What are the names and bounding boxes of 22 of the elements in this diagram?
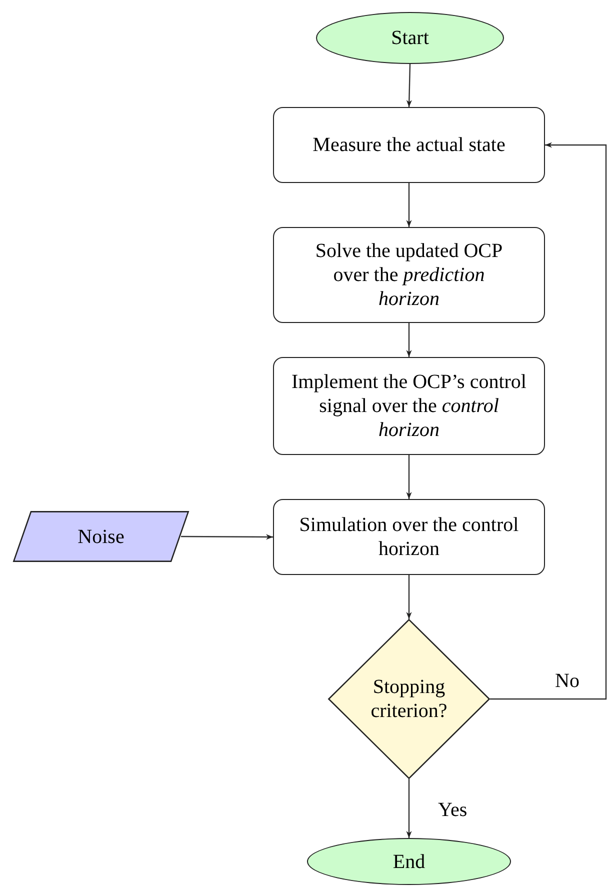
process-box — [273, 107, 545, 183]
arrow — [181, 534, 273, 540]
node-label: Simulation over the control horizon — [298, 513, 520, 561]
node-label: Start — [391, 26, 429, 50]
arrow — [406, 779, 412, 838]
node-label: Implement the OCP’s control signal over the control horizon — [290, 370, 528, 442]
node-label: End — [392, 850, 426, 874]
node-label: Noise — [78, 524, 124, 548]
node-label: Solve the updated OCP over the prediction horizon — [314, 239, 504, 311]
arrow — [406, 64, 412, 108]
node-label: Measure the actual state — [312, 133, 506, 157]
arrow — [406, 183, 412, 227]
arrow — [406, 455, 412, 499]
process-box — [273, 227, 545, 323]
node-label: Stopping criterion? — [370, 675, 448, 723]
arrow — [490, 142, 607, 700]
decision-diamond — [328, 619, 490, 779]
input-parallelogram — [13, 511, 189, 562]
process-box — [273, 499, 545, 575]
arrow — [406, 323, 412, 357]
process-box — [273, 357, 545, 455]
arrow — [406, 575, 412, 619]
